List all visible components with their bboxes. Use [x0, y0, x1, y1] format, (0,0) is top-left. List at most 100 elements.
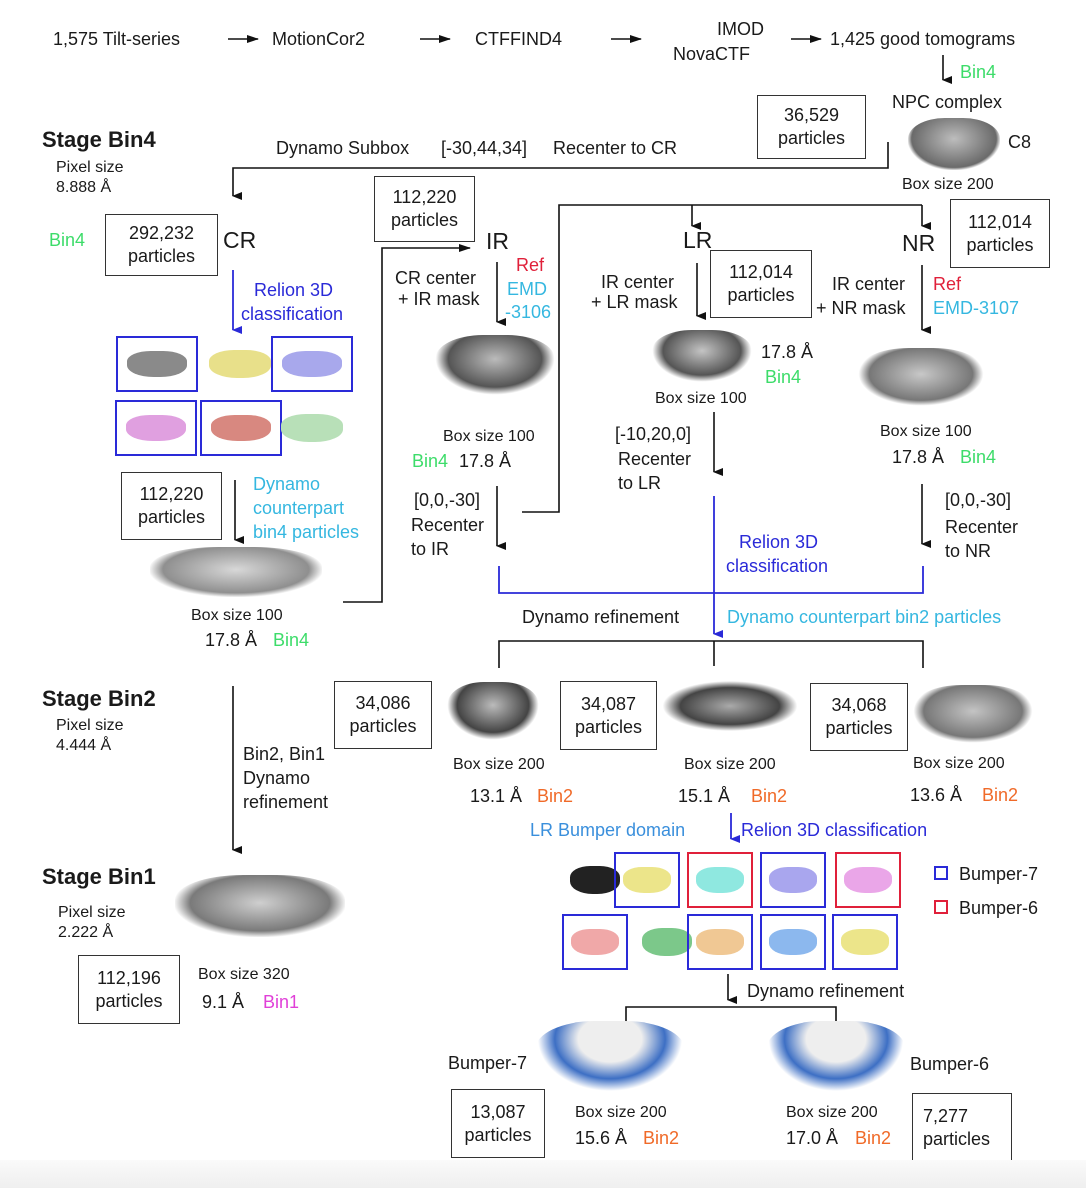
bumper7-box-size: Box size 200 — [575, 1104, 667, 1121]
novactf-label: NovaCTF — [673, 44, 751, 64]
npc-particles-label: particles — [777, 128, 846, 148]
nr-resolution: 17.8 Å — [892, 447, 945, 467]
lr-particles-label: particles — [727, 285, 795, 305]
bin1-particles-box: 112,196 particles — [78, 955, 180, 1024]
bumper-class-10 — [832, 914, 898, 970]
nr-ref: Ref — [933, 274, 962, 294]
bin2-lr-resolution: 15.1 Å — [678, 786, 731, 806]
bin2-lr-label: particles — [574, 716, 643, 737]
cr-class-map-5 — [211, 415, 271, 441]
npc-title: NPC complex — [892, 92, 1003, 112]
cr-dynamo-line1: Dynamo — [253, 474, 321, 494]
stage-bin2-pixel-value: 4.444 Å — [56, 737, 112, 754]
lr-resolution: 17.8 Å — [761, 342, 814, 362]
bumper6-resolution: 17.0 Å — [786, 1128, 839, 1148]
cr-particles-label: particles — [127, 246, 196, 266]
cr-density-map — [150, 547, 322, 597]
bumper6-particles-box: 7,277 particles — [912, 1093, 1012, 1163]
cr-resolution: 17.8 Å — [205, 630, 258, 650]
arrow-cr-to-ir — [343, 244, 471, 603]
cr-particles-count: 292,232 — [128, 223, 195, 243]
bin1-density-map — [175, 875, 345, 937]
cr-name: CR — [223, 227, 257, 253]
stage-bin4-pixel-label: Pixel size — [56, 159, 124, 176]
cr-dynamo-line3: bin4 particles — [253, 522, 360, 542]
nr-name: NR — [902, 230, 936, 256]
bracket-bin2 — [498, 640, 924, 668]
bin1-bin: Bin1 — [263, 992, 300, 1012]
ir-box-size: Box size 100 — [443, 428, 535, 445]
cr-particles-box: 292,232 particles — [105, 214, 218, 276]
cr-res-bin: Bin4 — [273, 630, 310, 650]
lr-center-line1: IR center — [601, 272, 675, 292]
lr-recenter-line1: Recenter — [618, 449, 692, 469]
bin2-to-bin1-line2: Dynamo — [243, 768, 311, 788]
cr-class-map-1 — [127, 351, 187, 377]
bin2-nr-resolution: 13.6 Å — [910, 785, 963, 805]
bumper7-particles-box: 13,087 particles — [451, 1089, 545, 1158]
npc-density-map — [908, 118, 1000, 170]
stage-bin4-title: Stage Bin4 — [42, 127, 156, 152]
ir-resolution: 17.8 Å — [459, 451, 512, 471]
merge-relion-line2: classification — [726, 556, 829, 576]
npc-box-size: Box size 200 — [902, 176, 994, 193]
bumper-class-6 — [562, 914, 628, 970]
ir-recenter-line2: to IR — [411, 539, 450, 559]
bin2-ir-density-map — [447, 682, 539, 740]
bin2-lr-box-size: Box size 200 — [684, 756, 776, 773]
stage-bin2-pixel-label: Pixel size — [56, 717, 124, 734]
lr-particles-box: 112,014 particles — [710, 250, 812, 318]
nr-box-size: Box size 100 — [880, 423, 972, 440]
cr-class-2 — [199, 336, 281, 392]
bumper-class-map-8 — [696, 929, 744, 955]
cr-selected-box: 112,220 particles — [121, 472, 222, 540]
nr-particles-count: 112,014 — [968, 211, 1032, 232]
cr-selected-label: particles — [137, 507, 206, 527]
bin2-ir-resolution: 13.1 Å — [470, 786, 523, 806]
subbox-recenter: Recenter to CR — [553, 138, 678, 158]
bin1-resolution: 9.1 Å — [202, 992, 245, 1012]
legend-bumper7-label: Bumper-7 — [959, 864, 1039, 884]
bin2-nr-density-map — [913, 685, 1033, 743]
bin2-to-bin1-line3: refinement — [243, 792, 329, 812]
cr-class-3 — [271, 336, 353, 392]
bumper-class-map-10 — [841, 929, 889, 955]
nr-density-map — [858, 348, 984, 406]
bumper7-bin: Bin2 — [643, 1128, 680, 1148]
bin2-lr-particles-box: 34,087 particles — [560, 681, 657, 750]
ir-res-bin: Bin4 — [412, 451, 449, 471]
lr-particles-count: 112,014 — [729, 262, 793, 282]
merge-dynamo-refinement: Dynamo refinement — [522, 607, 680, 627]
cr-class-map-4 — [126, 415, 186, 441]
good-tomograms-label: 1,425 good tomograms — [830, 29, 1016, 49]
bumper-class-map-6 — [571, 929, 619, 955]
bumper7-resolution: 15.6 Å — [575, 1128, 628, 1148]
bin2-lr-density-map — [660, 680, 800, 732]
imod-label: IMOD — [717, 19, 764, 39]
ir-shift: [0,0,-30] — [414, 490, 481, 510]
bumper7-density-map — [535, 1021, 685, 1093]
bumper6-name: Bumper-6 — [910, 1054, 990, 1074]
bumper-relion-label: Relion 3D classification — [741, 820, 928, 840]
bumper-class-3 — [687, 852, 753, 908]
bumper-refinement-label: Dynamo refinement — [747, 981, 905, 1001]
bumper6-box-size: Box size 200 — [786, 1104, 878, 1121]
bumper-domain-label: LR Bumper domain — [530, 820, 686, 840]
ir-name: IR — [486, 228, 509, 254]
bin2-nr-count: 34,068 — [831, 695, 887, 715]
nr-shift: [0,0,-30] — [945, 490, 1012, 510]
bumper-class-2 — [614, 852, 680, 908]
bin2-nr-label: particles — [825, 718, 893, 738]
nr-particles-label: particles — [966, 234, 1034, 255]
bin2-ir-bin: Bin2 — [537, 786, 574, 806]
ir-particles-label: particles — [390, 210, 459, 230]
nr-recenter-line1: Recenter — [945, 517, 1019, 537]
nr-center-line1: IR center — [832, 274, 906, 294]
lr-center-line2: + LR mask — [591, 292, 678, 312]
bin1-box-size: Box size 320 — [198, 966, 290, 983]
cr-relion-line1: Relion 3D — [254, 280, 334, 300]
bumper-class-map-5 — [844, 867, 892, 893]
ir-density-map — [435, 335, 555, 395]
bumper-class-8 — [687, 914, 753, 970]
